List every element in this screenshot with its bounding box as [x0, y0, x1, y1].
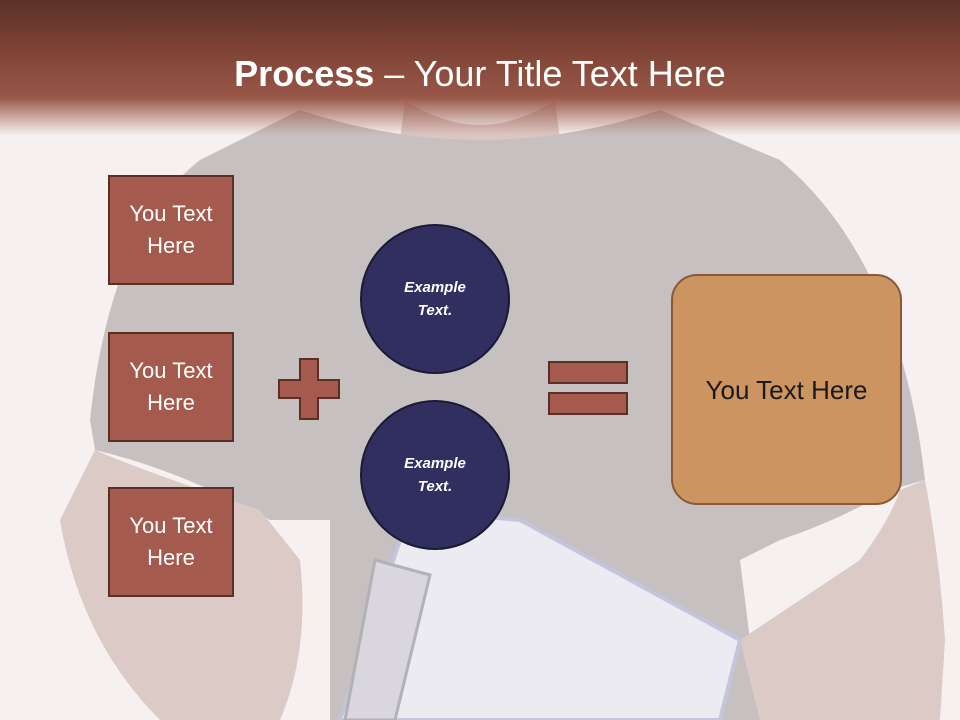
input-box-2: You Text Here: [108, 332, 234, 442]
slide-title: Process – Your Title Text Here: [0, 52, 960, 96]
plus-icon: [278, 358, 340, 420]
input-box-1-text: You Text Here: [129, 201, 213, 258]
title-rest: – Your Title Text Here: [374, 53, 726, 94]
title-bold: Process: [234, 53, 375, 94]
input-box-3: You Text Here: [108, 487, 234, 597]
input-box-3-text: You Text Here: [129, 513, 213, 570]
result-box: You Text Here: [671, 274, 902, 505]
result-box-text: You Text Here: [705, 374, 868, 405]
input-box-2-text: You Text Here: [129, 358, 213, 415]
example-circle-1: Example Text.: [360, 224, 510, 374]
header-band: [0, 0, 960, 135]
equals-icon: [548, 361, 628, 415]
example-circle-2-text: Example Text.: [404, 455, 466, 495]
input-box-1: You Text Here: [108, 175, 234, 285]
example-circle-1-text: Example Text.: [404, 279, 466, 319]
example-circle-2: Example Text.: [360, 400, 510, 550]
